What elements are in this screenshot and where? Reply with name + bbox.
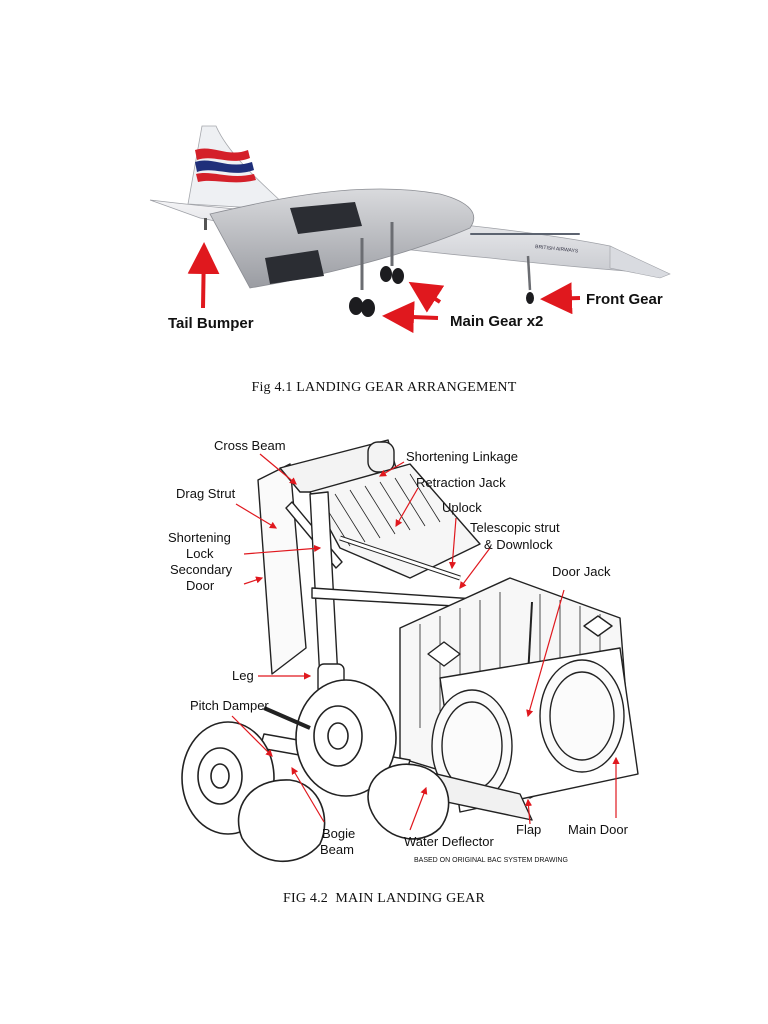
leader-pitch-damper bbox=[231, 715, 273, 757]
main-gear-label: Main Gear x2 bbox=[450, 313, 543, 330]
livery-text: BRITISH AIRWAYS bbox=[535, 244, 579, 255]
tail-bumper-label: Tail Bumper bbox=[168, 315, 254, 332]
figure-1-caption: Fig 4.1 LANDING GEAR ARRANGEMENT bbox=[251, 380, 517, 395]
leader-water-deflector bbox=[409, 786, 428, 831]
leader-telescopic-strut bbox=[459, 547, 491, 589]
leader-drag-strut bbox=[235, 503, 278, 529]
label-shortening-lock-line2: Lock bbox=[186, 546, 214, 561]
label-bogie-beam-line1: Bogie bbox=[322, 826, 355, 841]
leader-bogie-beam bbox=[291, 766, 325, 823]
label-uplock: Uplock bbox=[442, 500, 482, 515]
main-gear-lower-arrow bbox=[382, 301, 439, 334]
label-source-note: BASED ON ORIGINAL BAC SYSTEM DRAWING bbox=[414, 857, 568, 864]
label-secondary-door-line2: Door bbox=[186, 578, 215, 593]
leader-flap bbox=[524, 798, 533, 825]
gear-labels: Cross Beam Shortening Linkage Retraction… bbox=[168, 438, 629, 864]
label-telescopic-line1: Telescopic strut bbox=[470, 520, 560, 535]
callout-arrows bbox=[187, 242, 581, 334]
leader-secondary-door bbox=[243, 576, 264, 585]
leader-cross-beam bbox=[259, 453, 297, 485]
concorde-aircraft: BRITISH AIRWAYS G-BOAG bbox=[149, 125, 671, 317]
label-pitch-damper: Pitch Damper bbox=[190, 698, 269, 713]
leader-retraction-jack bbox=[395, 487, 419, 528]
main-gear-upper-arrow bbox=[408, 281, 445, 313]
label-shortening-lock-line1: Shortening bbox=[168, 530, 231, 545]
label-water-deflector: Water Deflector bbox=[404, 834, 494, 849]
label-main-door: Main Door bbox=[568, 822, 629, 837]
label-drag-strut: Drag Strut bbox=[176, 486, 236, 501]
label-cross-beam: Cross Beam bbox=[214, 438, 286, 453]
figure-2-caption: FIG 4.2 MAIN LANDING GEAR bbox=[283, 891, 485, 906]
main-landing-gear-drawing: Cross Beam Shortening Linkage Retraction… bbox=[168, 438, 639, 864]
landing-gear-arrangement-figure: BRITISH AIRWAYS G-BOAG bbox=[149, 125, 671, 334]
label-flap: Flap bbox=[516, 822, 541, 837]
tail-bumper-arrow bbox=[187, 242, 220, 309]
leader-lines bbox=[231, 453, 620, 831]
label-door-jack: Door Jack bbox=[552, 564, 611, 579]
leader-door-jack bbox=[526, 589, 565, 718]
label-telescopic-line2: & Downlock bbox=[484, 537, 553, 552]
leader-uplock bbox=[448, 517, 457, 570]
label-leg: Leg bbox=[232, 668, 254, 683]
leader-shortening-linkage bbox=[378, 461, 405, 477]
leader-shortening-lock bbox=[243, 544, 322, 555]
front-gear-arrow bbox=[540, 282, 581, 315]
label-bogie-beam-line2: Beam bbox=[320, 842, 354, 857]
label-secondary-door-line1: Secondary bbox=[170, 562, 233, 577]
gear-line-art bbox=[181, 439, 639, 863]
label-retraction-jack: Retraction Jack bbox=[416, 475, 506, 490]
label-shortening-linkage: Shortening Linkage bbox=[406, 449, 518, 464]
front-gear-label: Front Gear bbox=[586, 291, 663, 308]
